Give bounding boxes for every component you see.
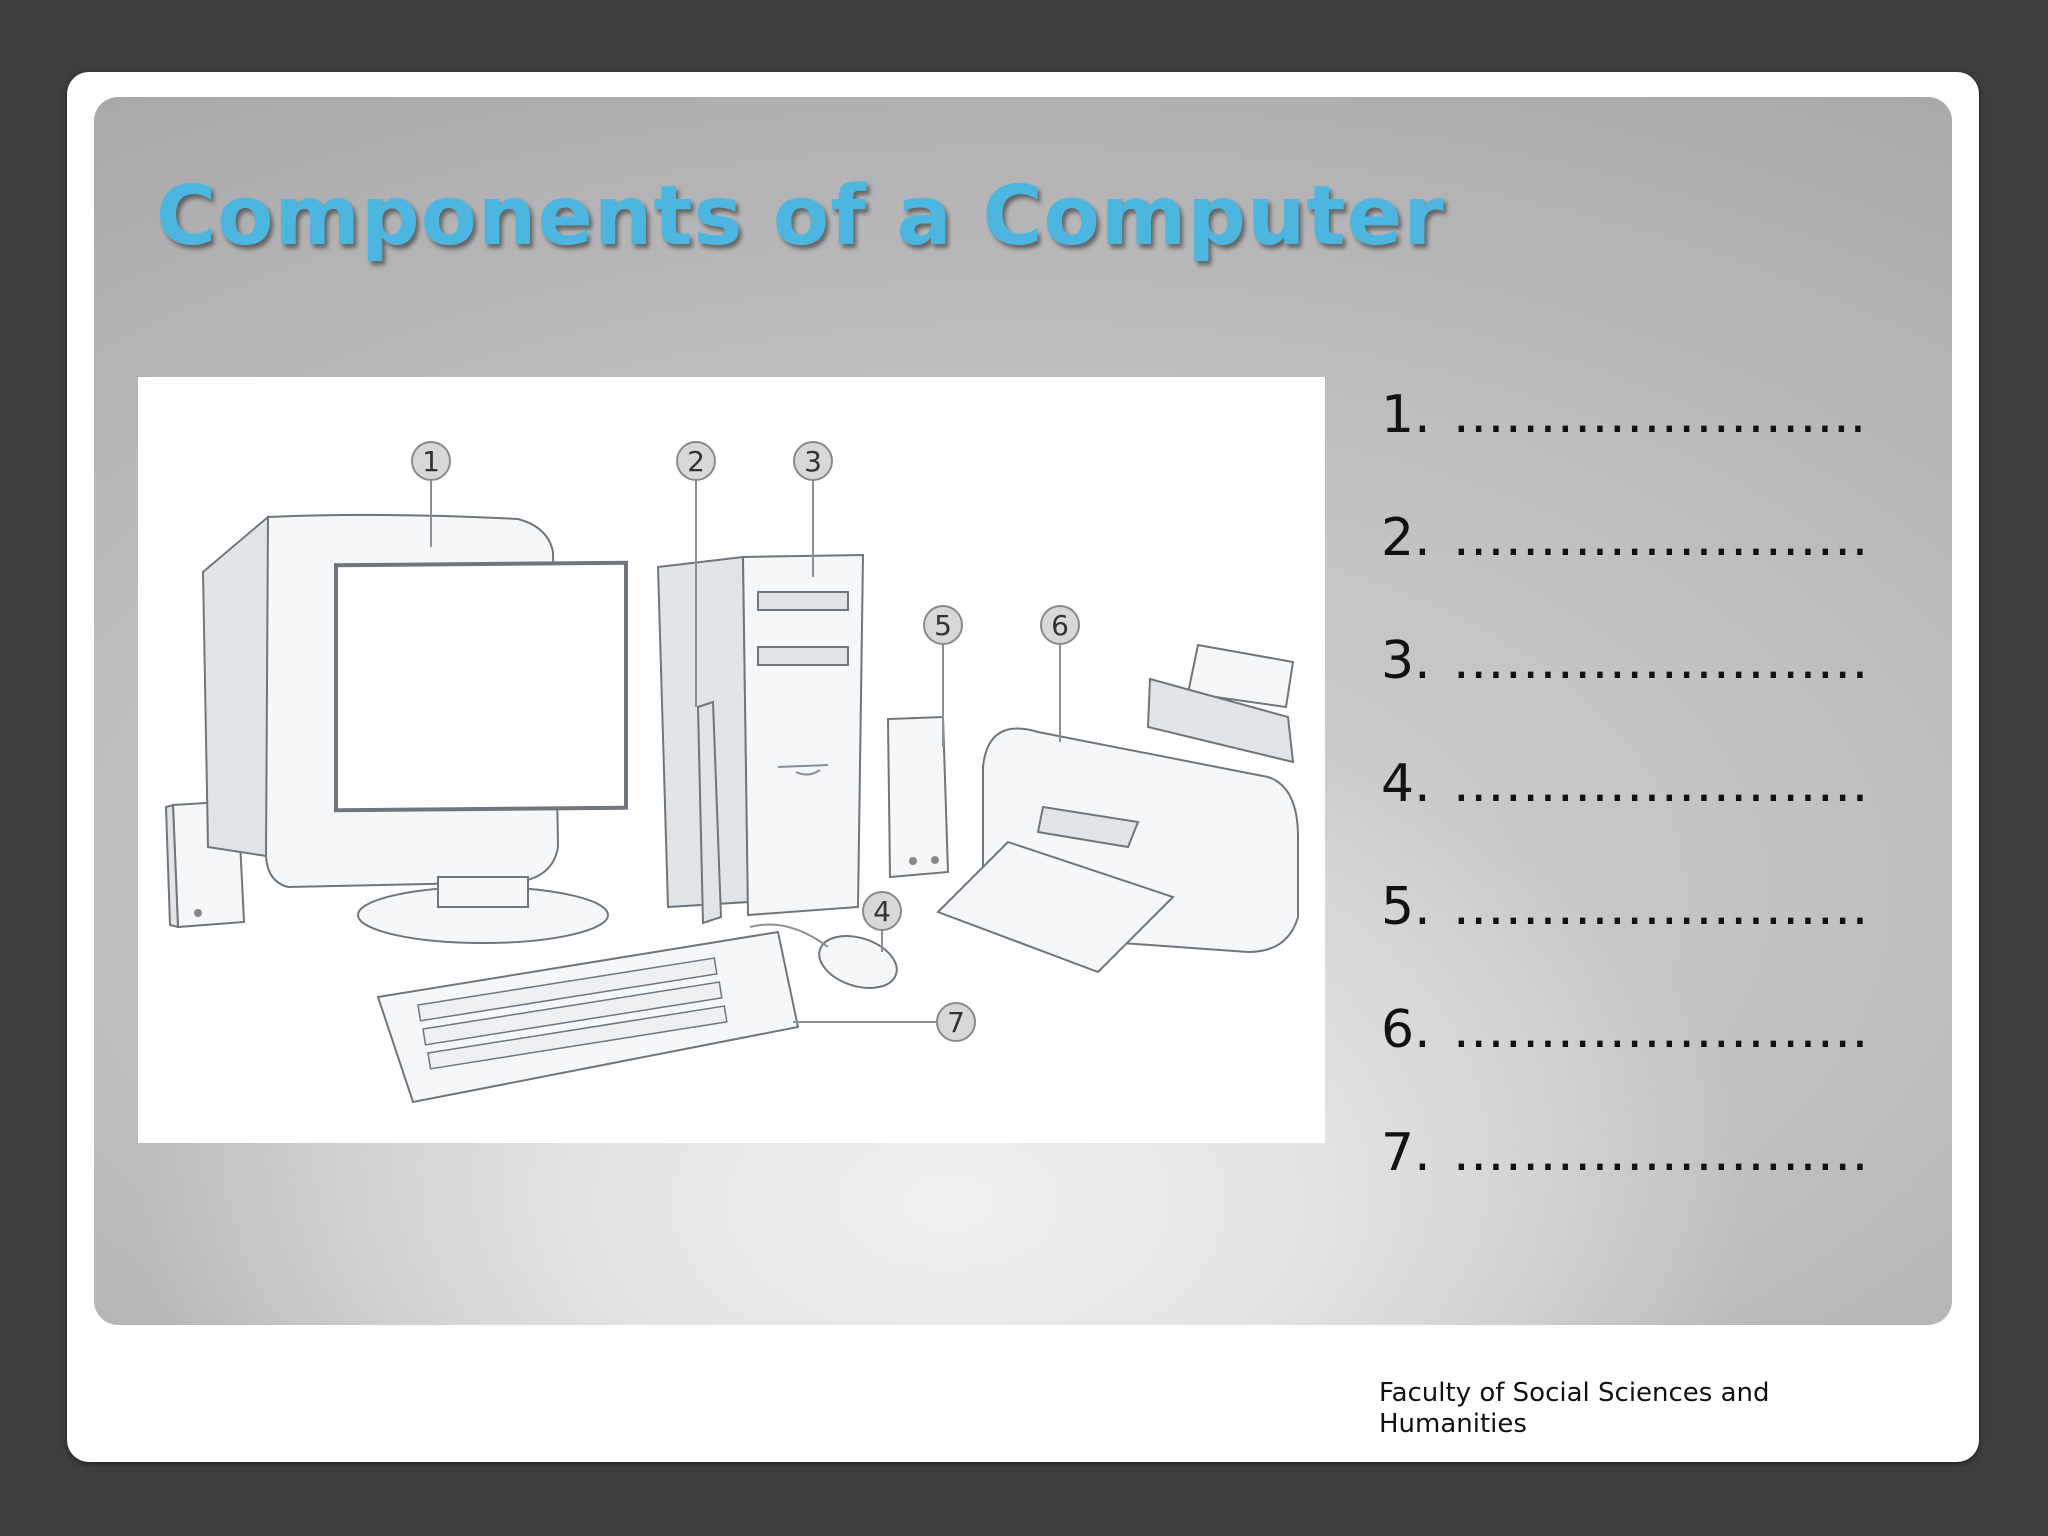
- svg-text:7: 7: [947, 1006, 965, 1039]
- answer-number: 4.: [1381, 754, 1431, 814]
- slide-frame: Components of a Computer: [67, 72, 1979, 1462]
- slide-title: Components of a Computer: [156, 169, 1445, 264]
- answer-number: 6.: [1381, 1000, 1431, 1060]
- callout-5: 5: [923, 605, 963, 645]
- callout-lines: [430, 480, 1061, 1023]
- answer-blank: ……………………: [1452, 754, 1869, 814]
- svg-text:4: 4: [873, 895, 891, 928]
- answer-number: 3.: [1381, 631, 1431, 691]
- mouse: [749, 923, 898, 989]
- answer-blank: ……………………: [1452, 1000, 1869, 1060]
- keyboard: [376, 930, 800, 1104]
- answer-line-4: 4. ……………………: [1381, 736, 1901, 859]
- answer-blank: ……………………: [1452, 508, 1869, 568]
- answer-line-6: 6. ……………………: [1381, 982, 1901, 1105]
- svg-text:2: 2: [687, 445, 705, 478]
- answer-line-7: 7. ……………………: [1381, 1105, 1901, 1228]
- callout-6: 6: [1040, 605, 1080, 645]
- answer-line-2: 2. ……………………: [1381, 490, 1901, 613]
- callout-3: 3: [793, 441, 833, 481]
- svg-text:5: 5: [934, 609, 952, 642]
- answer-blank: ……………………: [1452, 1123, 1869, 1183]
- answer-blank: ……………………: [1452, 631, 1869, 691]
- system-unit: [656, 553, 865, 925]
- answer-line-5: 5. ……………………: [1381, 859, 1901, 982]
- answer-number: 5.: [1381, 877, 1431, 937]
- answer-line-3: 3. ……………………: [1381, 613, 1901, 736]
- svg-text:1: 1: [422, 445, 440, 478]
- callout-1: 1: [411, 441, 451, 481]
- slide-footer: Faculty of Social Sciences and Humanitie…: [1379, 1378, 1770, 1439]
- printer: [936, 643, 1299, 974]
- callout-4: 4: [862, 891, 902, 931]
- answer-number: 1.: [1381, 385, 1431, 445]
- computer-components-diagram: 1 2 3 4 5: [138, 377, 1325, 1143]
- right-speaker: [886, 715, 950, 879]
- callout-7: 7: [936, 1002, 976, 1042]
- answer-number: 7.: [1381, 1123, 1431, 1183]
- svg-text:3: 3: [804, 445, 822, 478]
- svg-text:6: 6: [1051, 609, 1069, 642]
- answer-list: 1. …………………... 2. …………………… 3. …………………… 4. …………: [1381, 367, 1901, 1228]
- monitor: [201, 513, 628, 944]
- callout-2: 2: [676, 441, 716, 481]
- slide-panel: Components of a Computer: [94, 97, 1952, 1325]
- answer-blank: …………………...: [1452, 385, 1867, 445]
- answer-number: 2.: [1381, 508, 1431, 568]
- answer-line-1: 1. …………………...: [1381, 367, 1901, 490]
- answer-blank: ……………………: [1452, 877, 1869, 937]
